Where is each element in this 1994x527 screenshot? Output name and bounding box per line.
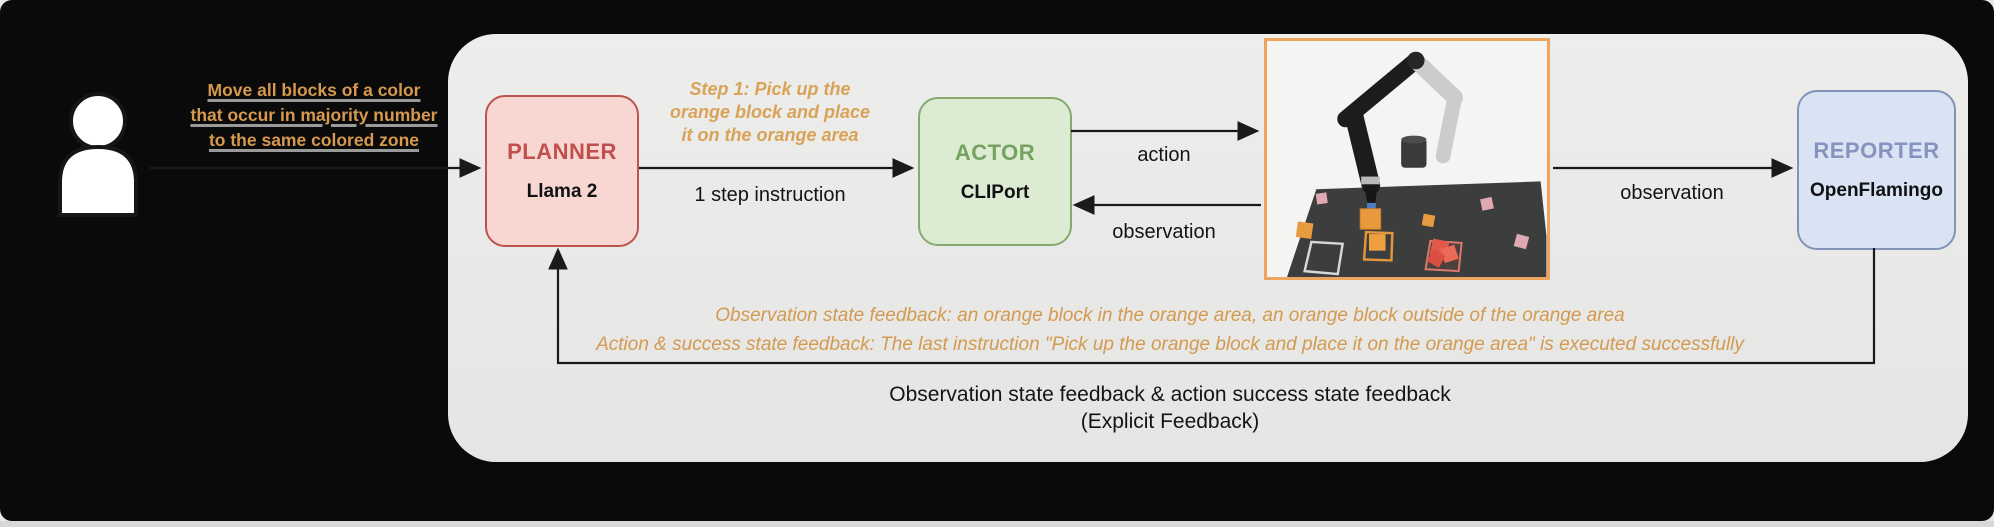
pink-block: [1513, 233, 1530, 250]
feedback-orange-text: Observation state feedback: an orange bl…: [555, 301, 1785, 359]
reporter-role-label: REPORTER: [1813, 138, 1940, 163]
observation-state-feedback: Observation state feedback: an orange bl…: [715, 305, 1625, 326]
user-instruction-line3: to the same colored zone: [208, 130, 420, 150]
robot-scene: [1267, 41, 1547, 277]
label-one-step-instruction: 1 step instruction: [694, 184, 846, 206]
user-head-icon: [69, 92, 127, 150]
pink-block: [1480, 196, 1494, 211]
robot-wrist-cylinder: [1401, 138, 1427, 168]
label-observation-to-reporter: observation: [1620, 182, 1724, 204]
label-observation-to-actor: observation: [1112, 221, 1216, 243]
gripped-orange-block: [1359, 208, 1382, 230]
step-line3: it on the orange area: [681, 125, 859, 145]
feedback-summary-text: Observation state feedback & action succ…: [820, 381, 1520, 435]
robot-column: [1345, 107, 1381, 195]
orange-block-in-zone: [1368, 234, 1386, 251]
planner-box: PLANNER Llama 2: [485, 95, 639, 247]
step-line1: Step 1: Pick up the: [689, 79, 851, 99]
actor-box: ACTOR CLIPort: [918, 97, 1072, 246]
user-icon: [58, 92, 138, 217]
orange-block: [1421, 213, 1436, 228]
gripper-tip: [1367, 202, 1376, 210]
actor-role-label: ACTOR: [954, 139, 1036, 165]
robot-gray-forearm: [1435, 90, 1463, 164]
user-instruction-line2: that occur in majority number: [190, 105, 438, 125]
pink-block: [1315, 192, 1328, 205]
robot-environment-image: [1264, 38, 1550, 280]
reporter-model-label: OpenFlamingo: [1810, 180, 1943, 201]
action-success-state-feedback: Action & success state feedback: The las…: [596, 334, 1744, 355]
planner-role-label: PLANNER: [507, 139, 617, 164]
user-instruction-text: Move all blocks of a color that occur in…: [182, 78, 446, 153]
robot-gripper: [1364, 184, 1378, 207]
step-line2: orange block and place: [669, 102, 871, 122]
planner-model-label: Llama 2: [526, 181, 598, 202]
robot-wrist-cap: [1401, 135, 1427, 144]
robot-elbow-joint: [1407, 51, 1425, 70]
orange-block: [1295, 221, 1314, 240]
reporter-box: REPORTER OpenFlamingo: [1797, 90, 1956, 250]
robot-gray-link: [1407, 52, 1464, 106]
robot-gripper-band: [1361, 176, 1380, 185]
user-body-icon: [58, 144, 138, 217]
label-action: action: [1137, 144, 1191, 166]
step-instruction-text: Step 1: Pick up the orange block and pla…: [640, 78, 900, 147]
bottom-strip: [0, 521, 1994, 527]
actor-model-label: CLIPort: [960, 181, 1030, 203]
feedback-summary-sub: (Explicit Feedback): [1080, 410, 1260, 433]
feedback-summary-line: Observation state feedback & action succ…: [889, 383, 1451, 406]
user-instruction-line1: Move all blocks of a color: [207, 80, 421, 100]
